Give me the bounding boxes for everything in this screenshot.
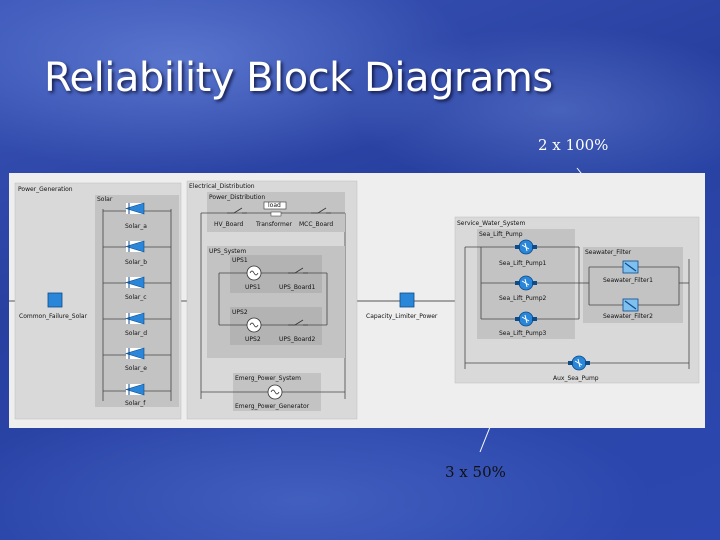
callout-2x100: 2 x 100% (538, 136, 609, 154)
sea-lift-pump[interactable]: Sea_Lift_Pump1 (499, 239, 547, 267)
diagram-panel: Power_Generation Solar Solar_a Solar_b S… (9, 173, 705, 428)
solar-unit-label: Solar_c (125, 294, 147, 301)
seawater-filter-label: Seawater_Filter1 (603, 277, 653, 284)
ups1-label: UPS1 (245, 284, 261, 291)
solar-unit-label: Solar_e (125, 365, 147, 372)
solar-unit[interactable]: Solar_d (103, 312, 171, 337)
sea-lift-pump-label: Sea_Lift_Pump3 (499, 330, 547, 337)
solar-unit[interactable]: Solar_b (103, 240, 171, 266)
aux-sea-pump-label: Aux_Sea_Pump (553, 375, 599, 382)
emerg-power-generator-label: Emerg_Power_Generator (235, 403, 310, 410)
sea-lift-pump[interactable]: Sea_Lift_Pump2 (499, 275, 547, 302)
mcc-board-label: MCC_Board (299, 221, 333, 228)
slide-title: Reliability Block Diagrams (44, 55, 553, 101)
ups2-block[interactable]: UPS2 (245, 317, 262, 343)
power-distribution-label: Power_Distribution (209, 194, 265, 201)
power-generation-label: Power_Generation (18, 186, 73, 193)
common-failure-block[interactable]: Common_Failure_Solar (19, 292, 88, 320)
callout-3x50: 3 x 50% (445, 463, 506, 481)
ups-board2-block[interactable]: UPS_Board2 (279, 319, 315, 343)
solar-unit-label: Solar_a (125, 223, 147, 230)
ups1-block[interactable]: UPS1 (245, 265, 262, 291)
transformer-label: Transformer (255, 221, 293, 228)
rbd-diagram: Power_Generation Solar Solar_a Solar_b S… (9, 180, 700, 420)
sea-lift-pump-group-label: Sea_Lift_Pump (479, 231, 523, 238)
electrical-distribution-label: Electrical_Distribution (189, 183, 255, 190)
solar-group (95, 195, 179, 407)
hv-board-label: HV_Board (214, 221, 243, 228)
solar-unit[interactable]: Solar_c (103, 276, 171, 301)
sea-lift-pump-label: Sea_Lift_Pump2 (499, 295, 547, 302)
sea-lift-pump-label: Sea_Lift_Pump1 (499, 260, 547, 267)
seawater-filter-group-label: Seawater_Filter (585, 249, 632, 256)
ups-board1-label: UPS_Board1 (279, 284, 315, 291)
seawater-filter[interactable]: Seawater_Filter1 (603, 260, 653, 284)
sea-lift-pump[interactable]: Sea_Lift_Pump3 (499, 311, 547, 337)
ups1-group-label: UPS1 (232, 257, 248, 264)
aux-sea-pump-block[interactable]: Aux_Sea_Pump (553, 355, 599, 382)
emerg-power-system-label: Emerg_Power_System (235, 375, 301, 382)
emerg-power-generator-block[interactable]: Emerg_Power_Generator (235, 384, 310, 410)
ups-system-label: UPS_System (209, 248, 246, 255)
service-water-system-label: Service_Water_System (457, 220, 525, 227)
ups-board1-block[interactable]: UPS_Board1 (279, 267, 315, 291)
solar-group-label: Solar (97, 196, 113, 203)
common-failure-label: Common_Failure_Solar (19, 313, 88, 320)
ups2-group-label: UPS2 (232, 309, 248, 316)
solar-unit[interactable]: Solar_e (103, 347, 171, 372)
seawater-filter-label: Seawater_Filter2 (603, 313, 653, 320)
capacity-limiter-block[interactable]: Capacity_Limiter_Power (366, 292, 438, 320)
ups1-group (230, 255, 322, 293)
solar-unit[interactable]: Solar_a (103, 202, 171, 230)
solar-unit-label: Solar_d (125, 330, 147, 337)
seawater-filter-group (583, 247, 683, 323)
solar-unit-label: Solar_b (125, 259, 147, 266)
seawater-filter[interactable]: Seawater_Filter2 (603, 298, 653, 320)
load-box (263, 201, 287, 210)
capacity-limiter-label: Capacity_Limiter_Power (366, 313, 438, 320)
solar-unit-label: Solar_f (125, 400, 146, 407)
ups2-label: UPS2 (245, 336, 261, 343)
solar-unit[interactable]: Solar_f (103, 383, 171, 407)
ups2-group (230, 307, 322, 345)
load-label: load (268, 202, 281, 209)
ups-board2-label: UPS_Board2 (279, 336, 315, 343)
